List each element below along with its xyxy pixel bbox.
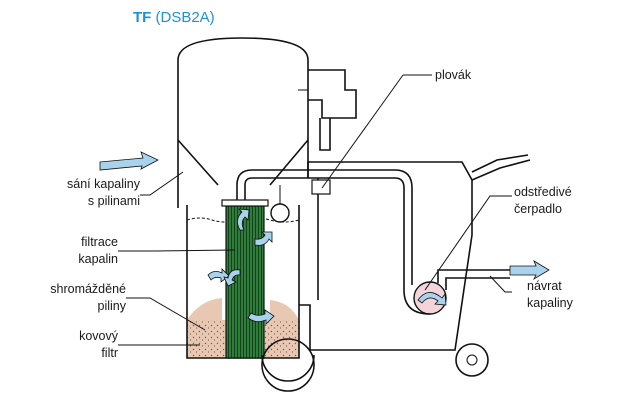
upper-housing	[177, 37, 309, 208]
label-navrat-line2: kapaliny	[527, 296, 574, 310]
label-kovovy-line1: kovový	[79, 329, 119, 343]
label-filtrace-line1: filtrace	[81, 235, 118, 249]
centrifugal-pump	[403, 269, 510, 315]
leader-lines	[118, 74, 512, 346]
label-sani-line2: s pilinami	[88, 194, 140, 208]
label-odstredive-line1: odstředivé	[514, 185, 572, 199]
label-piliny-line2: piliny	[98, 299, 127, 313]
diagram-title: TF (DSB2A)	[133, 9, 215, 26]
motor-block	[308, 69, 357, 151]
label-odstredive-line2: čerpadlo	[514, 202, 562, 216]
filter-cartridge	[221, 199, 269, 359]
flow-arrows	[207, 208, 275, 325]
label-kovovy-line2: filtr	[101, 346, 118, 360]
suction-pipe	[236, 169, 413, 270]
return-arrow	[509, 260, 550, 281]
title-rest: (DSB2A)	[151, 9, 214, 26]
label-piliny-line1: shromážděné	[50, 282, 126, 296]
label-sani-line1: sání kapaliny	[67, 177, 141, 191]
wheels	[261, 338, 489, 392]
inlet-arrow	[99, 151, 159, 171]
float	[270, 185, 290, 223]
label-filtrace-line2: kapalin	[78, 252, 118, 266]
title-bold: TF	[133, 9, 151, 26]
machine-frame	[299, 154, 531, 351]
label-navrat-line1: návrat	[527, 279, 562, 293]
label-plovak: plovák	[435, 68, 472, 82]
